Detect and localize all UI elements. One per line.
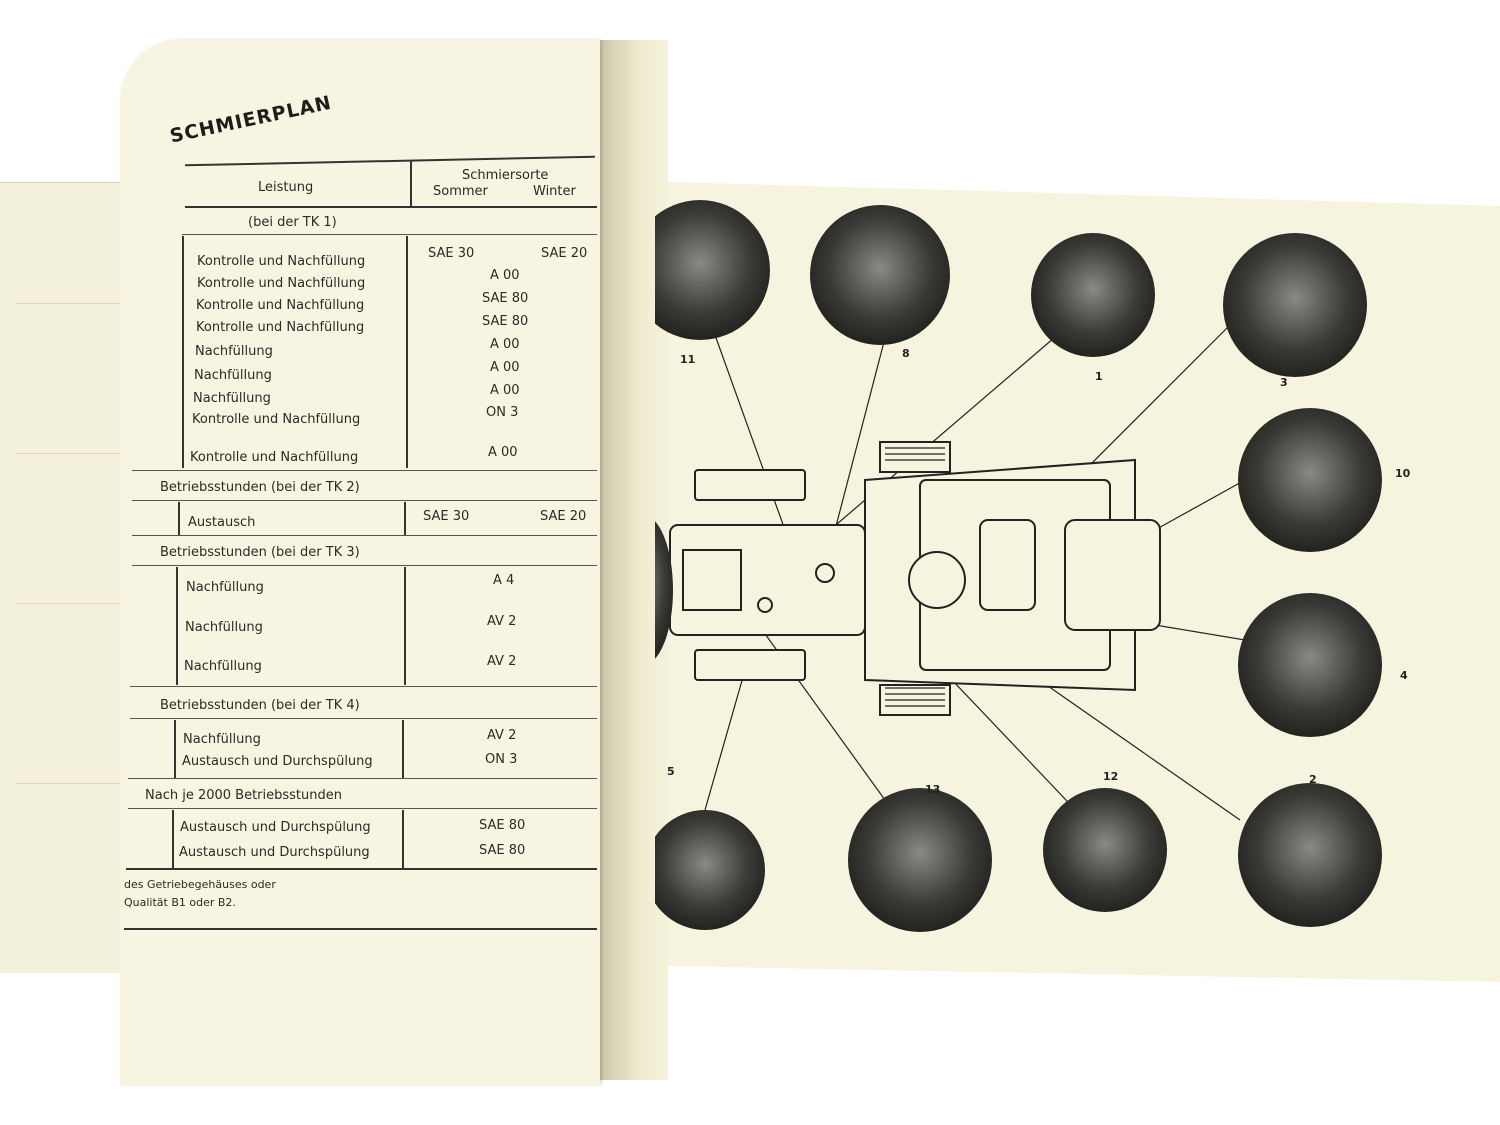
table-row-text: Nachfüllung bbox=[194, 368, 272, 383]
header-schmiersorte: Schmiersorte bbox=[462, 168, 549, 183]
table-row-text: Austausch und Durchspülung bbox=[180, 820, 371, 835]
table-row-text: Kontrolle und Nachfüllung bbox=[197, 254, 366, 269]
table-row-text: Kontrolle und Nachfüllung bbox=[197, 276, 366, 291]
section-3-label: Betriebsstunden (bei der TK 3) bbox=[160, 545, 360, 560]
tractor-diagram: 11 8 1 3 10 4 2 12 13 5 7 bbox=[655, 200, 1411, 932]
table-row-sommer: SAE 30 bbox=[423, 509, 470, 524]
section-2-label: Betriebsstunden (bei der TK 2) bbox=[160, 480, 360, 495]
photo-number-11: 11 bbox=[680, 353, 695, 366]
table-row-text: Nachfüllung bbox=[193, 391, 271, 406]
table-row-value: A 4 bbox=[493, 573, 515, 588]
table-row-text: Austausch und Durchspülung bbox=[179, 845, 370, 860]
left-page bbox=[120, 40, 600, 1085]
table-row-value: AV 2 bbox=[487, 654, 517, 669]
section-4-label: Betriebsstunden (bei der TK 4) bbox=[160, 698, 360, 713]
table-row-value: A 00 bbox=[490, 337, 520, 352]
table-row-text: Kontrolle und Nachfüllung bbox=[196, 320, 365, 335]
table-row-text: Kontrolle und Nachfüllung bbox=[196, 298, 365, 313]
header-sommer: Sommer bbox=[433, 184, 488, 199]
table-row-value: A 00 bbox=[490, 268, 520, 283]
table-row-text: Nachfüllung bbox=[186, 580, 264, 595]
header-winter: Winter bbox=[533, 184, 576, 199]
photo-number-2: 2 bbox=[1309, 773, 1317, 786]
photo-number-13: 13 bbox=[925, 783, 940, 796]
header-leistung: Leistung bbox=[258, 180, 314, 195]
table-row-sommer: SAE 30 bbox=[428, 246, 475, 261]
section-1-label: (bei der TK 1) bbox=[248, 215, 337, 230]
table-row-winter: SAE 20 bbox=[540, 509, 587, 524]
table-row-winter: SAE 20 bbox=[541, 246, 588, 261]
table-row-text: Austausch und Durchspülung bbox=[182, 754, 373, 769]
table-row-text: Austausch bbox=[188, 515, 256, 530]
section-5-label: Nach je 2000 Betriebsstunden bbox=[145, 788, 342, 803]
table-row-value: SAE 80 bbox=[479, 843, 526, 858]
table-row-text: Kontrolle und Nachfüllung bbox=[190, 450, 359, 465]
table-row-value: A 00 bbox=[488, 445, 518, 460]
footnote-line: des Getriebegehäuses oder bbox=[124, 878, 276, 891]
table-row-text: Nachfüllung bbox=[195, 344, 273, 359]
photo-number-8: 8 bbox=[902, 347, 910, 360]
table-row-value: SAE 80 bbox=[482, 291, 529, 306]
table-row-value: ON 3 bbox=[486, 405, 519, 420]
table-row-value: ON 3 bbox=[485, 752, 518, 767]
photo-number-3: 3 bbox=[1280, 376, 1288, 389]
photo-number-5: 5 bbox=[667, 765, 675, 778]
table-row-value: SAE 80 bbox=[479, 818, 526, 833]
detail-photos bbox=[655, 200, 1382, 932]
table-row-value: A 00 bbox=[490, 360, 520, 375]
table-row-value: AV 2 bbox=[487, 728, 517, 743]
table-row-text: Nachfüllung bbox=[185, 620, 263, 635]
table-row-value: A 00 bbox=[490, 383, 520, 398]
table-row-text: Kontrolle und Nachfüllung bbox=[192, 412, 361, 427]
footnote-line: Qualität B1 oder B2. bbox=[124, 896, 236, 909]
photo-number-1: 1 bbox=[1095, 370, 1103, 383]
table-row-value: SAE 80 bbox=[482, 314, 529, 329]
photo-number-12: 12 bbox=[1103, 770, 1118, 783]
photo-number-10: 10 bbox=[1395, 467, 1411, 480]
table-row-text: Nachfüllung bbox=[184, 659, 262, 674]
photo-number-4: 4 bbox=[1400, 669, 1408, 682]
table-row-text: Nachfüllung bbox=[183, 732, 261, 747]
table-row-value: AV 2 bbox=[487, 614, 517, 629]
